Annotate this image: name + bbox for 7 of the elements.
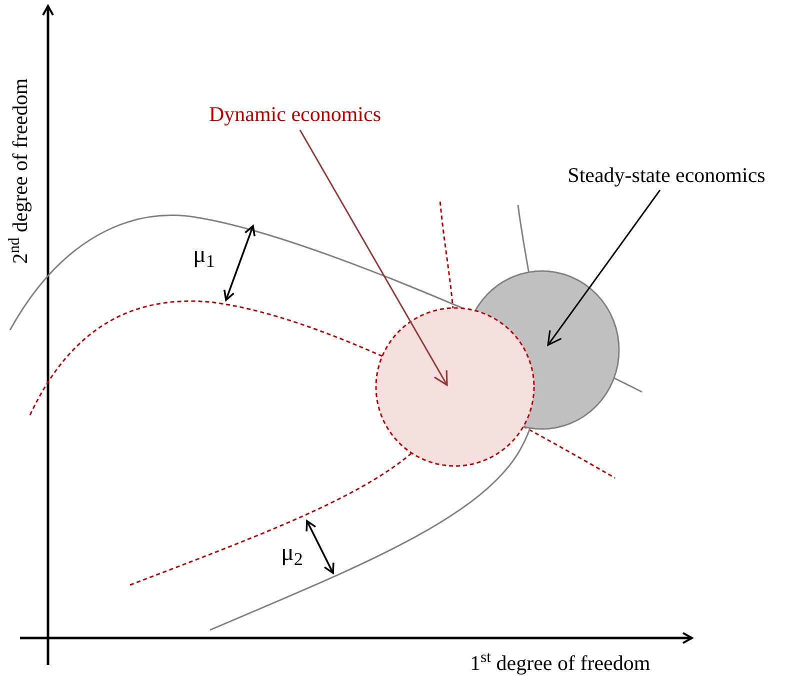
arrow (547, 190, 661, 346)
axis-title: 1$^{st}$ degree of freedom (470, 650, 650, 676)
arrow (299, 130, 448, 386)
callout-label: Steady-state economics (566, 162, 766, 189)
mu-label: μ$_{1}$ (193, 242, 215, 268)
mu-label: μ$_{2}$ (281, 540, 303, 566)
callout-label: Dynamic economics (208, 101, 382, 128)
